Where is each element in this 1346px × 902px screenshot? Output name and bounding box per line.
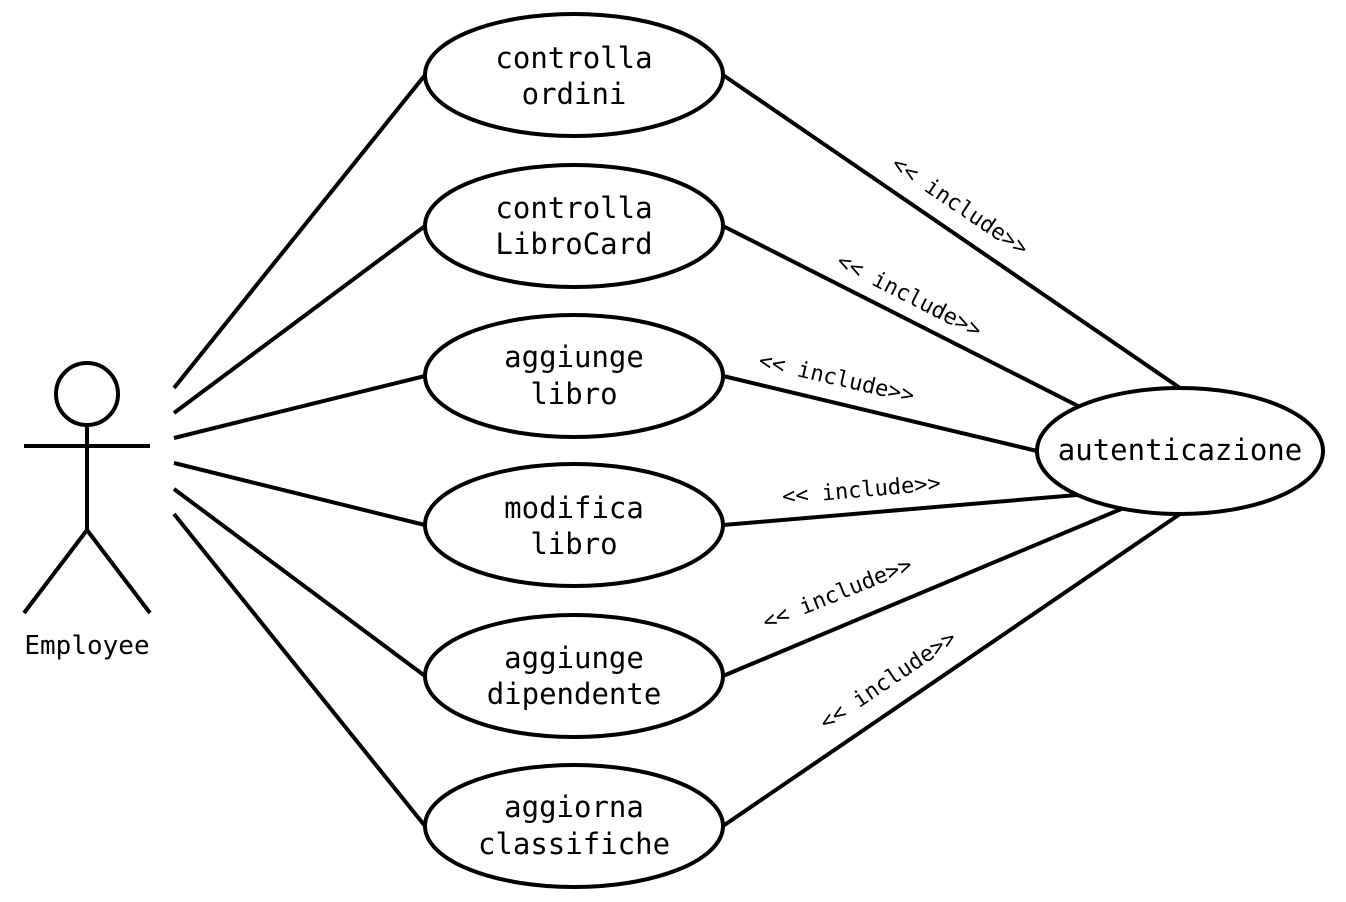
- association-line: [173, 461, 426, 527]
- use-case-label-line2: libro: [530, 377, 617, 411]
- include-label: << include>>: [781, 471, 942, 510]
- include-line: [722, 493, 1078, 527]
- include-label: << include>>: [887, 152, 1033, 262]
- include-label: << include>>: [756, 349, 917, 409]
- use-case-label-line2: ordini: [522, 77, 627, 111]
- use-case-controlla-librocard: controlla LibroCard: [423, 163, 725, 289]
- associations: [172, 73, 427, 828]
- association-line: [172, 73, 427, 390]
- actor-left-leg: [22, 528, 89, 615]
- use-case-ellipse: [423, 313, 725, 439]
- include-line: [722, 505, 1127, 678]
- include-line: [721, 73, 1182, 390]
- use-case-label-line1: modifica: [504, 491, 644, 525]
- use-case-ellipse: [423, 163, 725, 289]
- association-line: [172, 512, 427, 828]
- use-case-ellipse: [423, 613, 725, 739]
- use-case-ellipse: [423, 462, 725, 588]
- use-case-ellipse: [1035, 386, 1325, 516]
- use-case-controlla-ordini: controlla ordini: [423, 12, 725, 138]
- use-case-ellipse: [423, 12, 725, 138]
- include-line: [722, 224, 1081, 409]
- actor-head: [54, 361, 120, 427]
- use-case-aggiunge-libro: aggiunge libro: [423, 313, 725, 439]
- use-case-aggiorna-classifiche: aggiorna classifiche: [423, 763, 725, 889]
- use-case-label-line2: classifiche: [478, 827, 670, 861]
- actor-right-leg: [85, 528, 152, 615]
- actor-label: Employee: [24, 631, 149, 661]
- association-line: [173, 374, 426, 440]
- include-line: [721, 512, 1182, 828]
- use-case-label-line1: controlla: [495, 191, 652, 225]
- include-label: << include>>: [832, 249, 985, 343]
- use-case-label-line1: aggiunge: [504, 641, 644, 675]
- use-case-label-line2: LibroCard: [495, 227, 652, 261]
- use-case-label-line2: dipendente: [487, 677, 662, 711]
- use-case-autenticazione: autenticazione: [1035, 386, 1325, 516]
- use-case-label-line1: aggiunge: [504, 340, 644, 374]
- use-case-label-line1: controlla: [495, 41, 652, 75]
- use-case-aggiunge-dipendente: aggiunge dipendente: [423, 613, 725, 739]
- include-label: << include>>: [759, 553, 916, 636]
- actor-employee: Employee: [22, 361, 152, 661]
- use-case-label-line2: libro: [530, 527, 617, 561]
- association-line: [172, 487, 427, 678]
- use-case-label: autenticazione: [1058, 433, 1302, 467]
- association-line: [172, 224, 427, 415]
- use-case-ellipse: [423, 763, 725, 889]
- use-case-label-line1: aggiorna: [504, 790, 644, 824]
- include-line: [722, 374, 1038, 453]
- use-case-modifica-libro: modifica libro: [423, 462, 725, 588]
